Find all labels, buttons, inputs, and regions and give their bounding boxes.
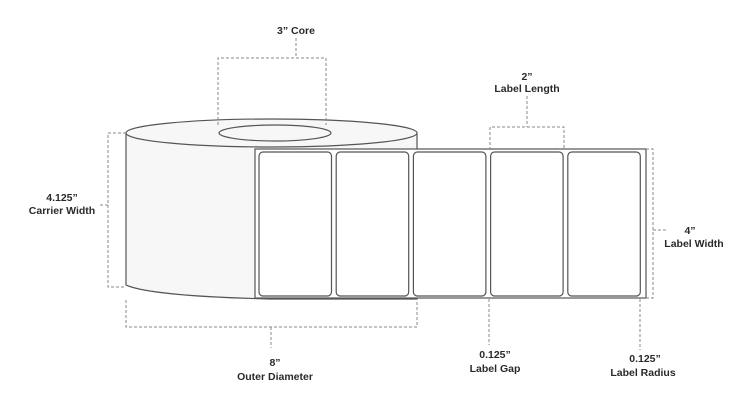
label-length-label: Label Length [494, 83, 559, 95]
label-width-value: 4” [684, 225, 695, 237]
outer-diameter-label: Outer Diameter [237, 371, 313, 383]
carrier-width-value: 4.125” [46, 192, 78, 204]
label [258, 151, 333, 297]
carrier-width-label: Carrier Width [29, 205, 95, 217]
label [490, 151, 564, 297]
label-length-value: 2” [521, 71, 532, 83]
label [567, 151, 641, 297]
outer-diameter-value: 8” [269, 357, 280, 369]
label-gap-value: 0.125” [479, 349, 511, 361]
label-width-label: Label Width [664, 238, 723, 250]
label [412, 151, 487, 297]
core-value: 3” Core [277, 25, 315, 37]
label-radius-label: Label Radius [610, 367, 676, 379]
label-radius-value: 0.125” [629, 353, 661, 365]
label-gap-label: Label Gap [470, 363, 521, 375]
label [335, 151, 410, 297]
roll-core [218, 124, 332, 142]
